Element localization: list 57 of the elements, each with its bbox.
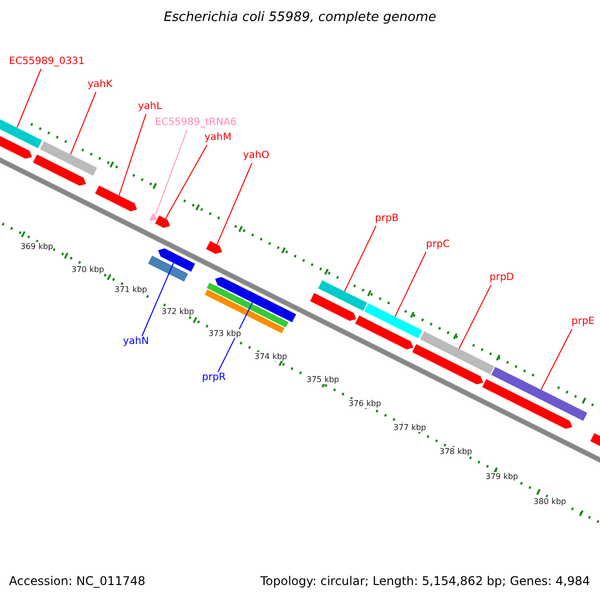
scale-label: 371 kbp <box>114 285 148 294</box>
scale-label: 372 kbp <box>162 307 194 316</box>
scale-label: 373 kbp <box>208 329 242 338</box>
gene-label: yahN <box>123 336 149 348</box>
gene-label: prpB <box>375 213 399 225</box>
gene-feature <box>491 366 588 421</box>
leader-line <box>155 130 188 215</box>
leader-line <box>458 284 492 350</box>
leader-line <box>142 262 174 336</box>
leader-line <box>540 328 572 390</box>
gene-label: yahO <box>243 150 270 162</box>
gene-feature <box>158 248 196 272</box>
gene-label: prpE <box>572 316 595 328</box>
gene-label: prpC <box>426 239 450 251</box>
leader-line <box>70 92 96 155</box>
gene-feature <box>355 316 414 350</box>
scale-label: 369 kbp <box>20 242 54 251</box>
scale-label: 380 kbp <box>534 497 566 506</box>
gene-label: yahM <box>204 132 232 144</box>
accession-note: Accession: NC_011748 <box>9 575 146 587</box>
leader-line <box>16 68 42 128</box>
gene-feature <box>412 344 484 384</box>
scale-label: 375 kbp <box>306 375 340 384</box>
gene-feature <box>149 212 158 221</box>
gene-label: EC55989_tRNA6 <box>155 117 237 129</box>
gene-feature <box>206 282 288 328</box>
gene-feature <box>148 256 188 282</box>
scale-label: 377 kbp <box>394 423 426 432</box>
gene-feature <box>155 216 170 228</box>
title: Escherichia coli 55989, complete genome <box>162 10 438 25</box>
leader-line <box>344 226 376 292</box>
leader-line <box>165 144 208 220</box>
scale-label: 370 kbp <box>72 265 104 274</box>
genome-info-note: Topology: circular; Length: 5,154,862 bp; Genes: 4,984 <box>260 575 590 587</box>
gene-label: EC55989_0331 <box>9 56 85 68</box>
gene-feature <box>364 303 422 338</box>
leader-line <box>216 162 252 245</box>
gene-label: prpD <box>490 272 514 284</box>
scale-label: 379 kbp <box>486 472 518 481</box>
gene-feature <box>206 241 222 254</box>
gene-feature <box>420 331 494 374</box>
leader-line <box>118 114 146 196</box>
gene-feature <box>95 186 138 212</box>
gene-feature <box>215 276 296 322</box>
gene-label: prpR <box>202 372 226 384</box>
gene-feature <box>33 154 86 186</box>
scale-label: 376 kbp <box>348 399 382 408</box>
gene-feature <box>310 293 356 321</box>
gene-label: yahK <box>88 79 112 91</box>
scale-label: 378 kbp <box>440 447 472 456</box>
gene-label: yahL <box>138 101 162 113</box>
gene-feature <box>40 141 98 176</box>
scale-label: 374 kbp <box>254 352 288 361</box>
leader-line <box>394 252 426 318</box>
gene-feature <box>482 379 572 429</box>
leader-line <box>218 302 253 372</box>
gene-feature <box>318 280 368 311</box>
